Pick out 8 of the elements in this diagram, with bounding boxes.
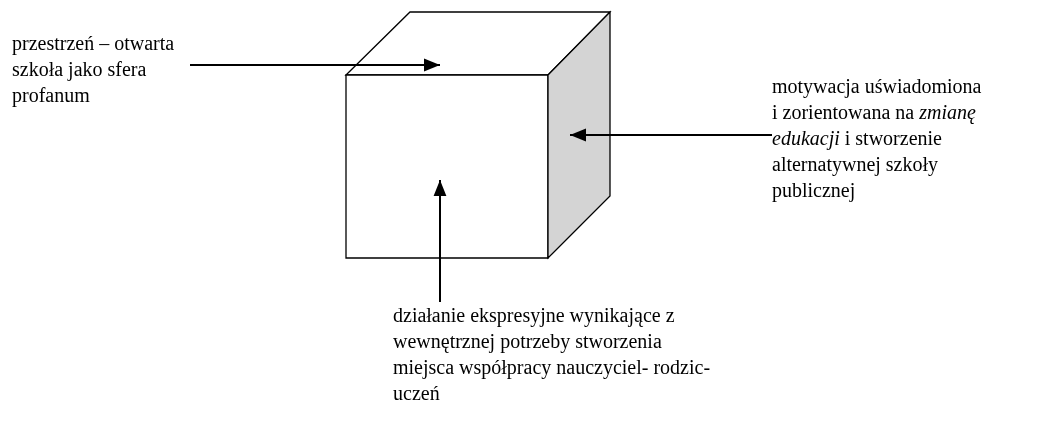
annotation-text: działanie ekspresyjne wynikające z wewnętrznej potrzeby stworzenia miejsca współpracy nauczyciel- rodzic-uczeń	[393, 302, 711, 406]
cube-top-face	[344, 11, 612, 76]
annotation-text: motywacja uświadomiona i zorientowana na zmianę edukacji i stworzenie alternatywnej szkoły publicznej	[772, 73, 982, 203]
arrow	[189, 58, 441, 72]
cube-side-face	[547, 10, 611, 260]
arrow	[569, 128, 773, 142]
arrow	[433, 179, 447, 303]
annotation-text: przestrzeń – otwarta szkoła jako sfera profanum	[12, 30, 190, 108]
